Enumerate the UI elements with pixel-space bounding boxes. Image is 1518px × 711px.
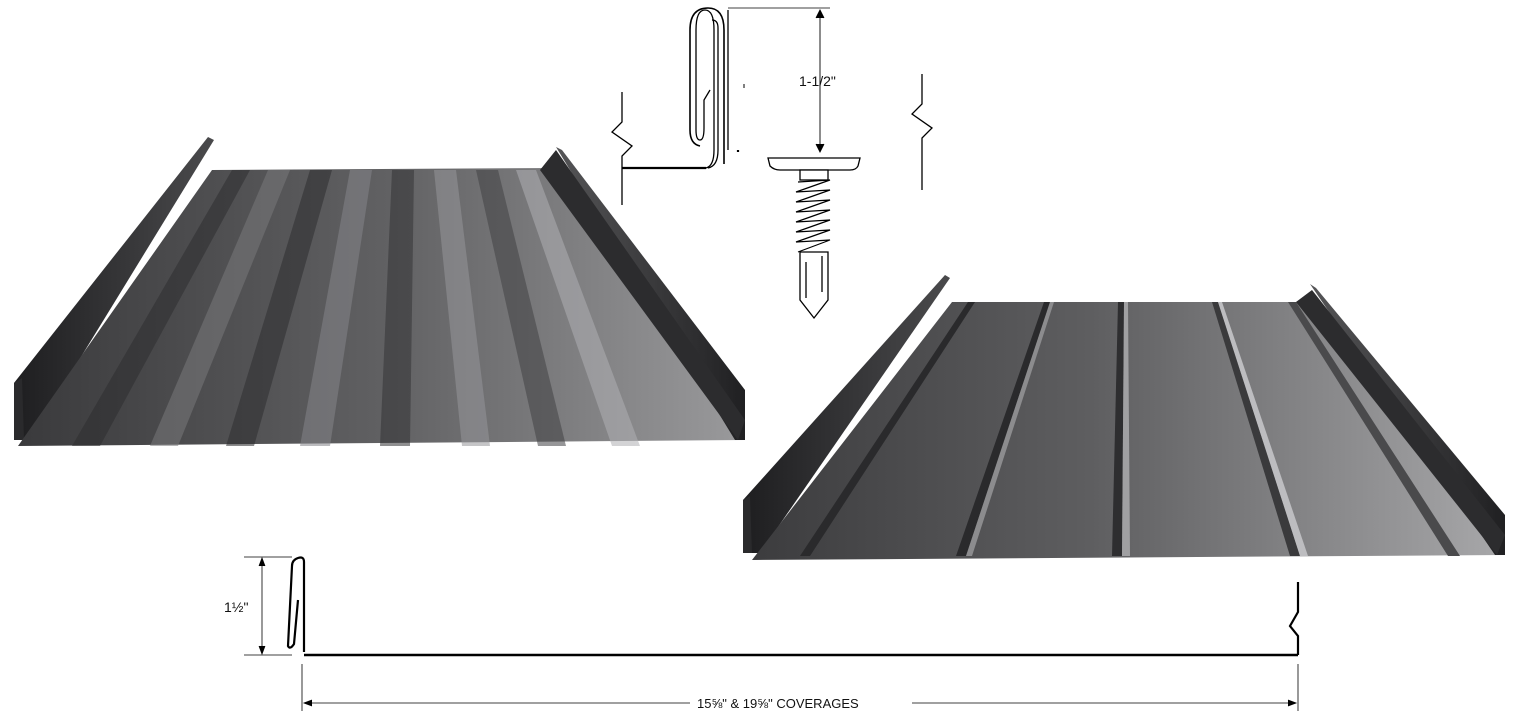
break-line-left — [610, 92, 634, 205]
flat-panel — [743, 275, 1505, 560]
seam-detail — [610, 7, 934, 320]
profile-height-label: 1½" — [224, 599, 248, 615]
break-line-right — [910, 74, 934, 190]
coverage-label: 15⅝" & 19⅝" COVERAGES — [697, 696, 859, 711]
screw-icon — [795, 169, 831, 320]
striations — [72, 170, 640, 446]
pencil-ribs — [800, 302, 1460, 556]
panel-profile — [244, 556, 1300, 711]
seam-height-label: 1-1/2" — [799, 73, 836, 89]
striated-panel — [14, 137, 745, 446]
